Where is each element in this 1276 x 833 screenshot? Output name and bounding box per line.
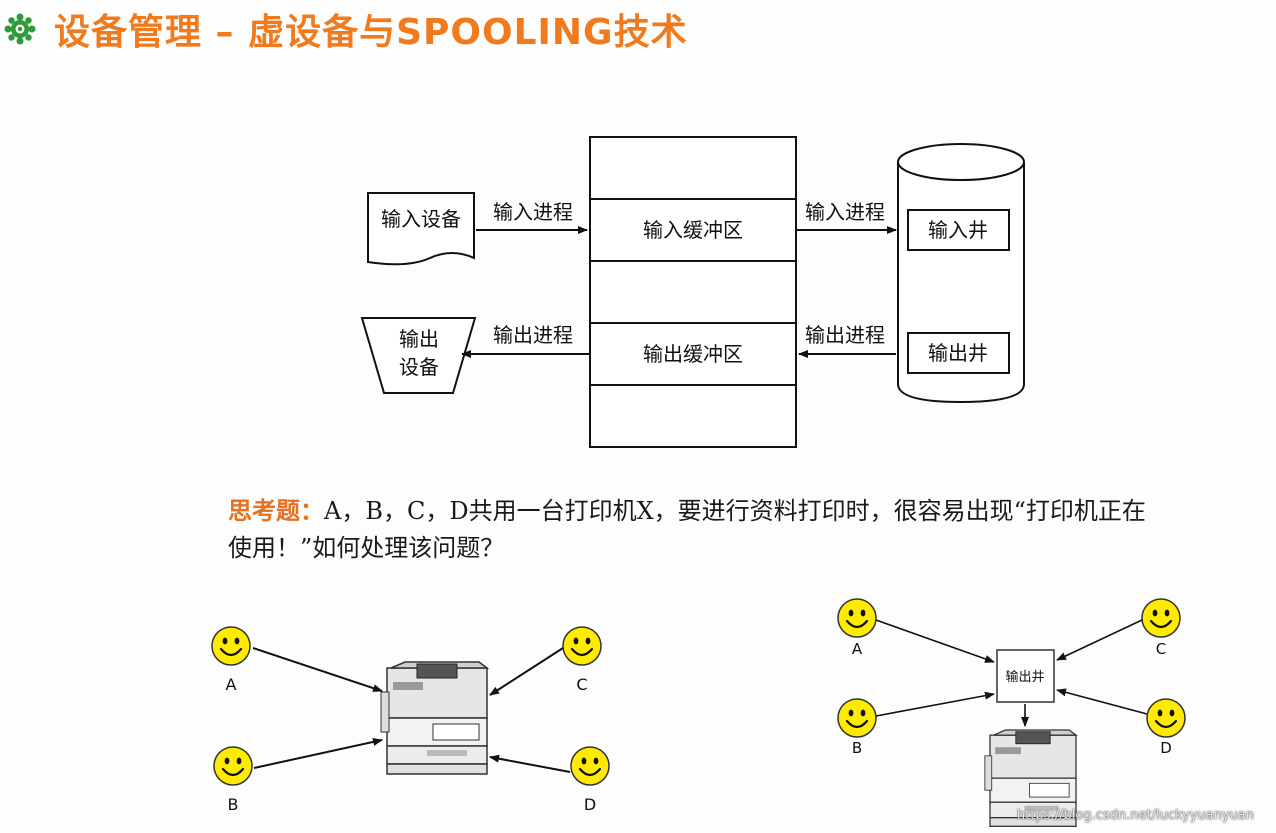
smiley-c-icon [561,625,603,667]
buffer-column [589,136,797,448]
right-scenario: A B C D 输出井 [836,597,1187,827]
smiley-c-icon [1140,597,1182,639]
title-bar: 设备管理 – 虚设备与SPOOLING技术 [4,0,1204,58]
input-buffer-label: 输入缓冲区 [643,218,743,242]
user-b-label: B [228,795,239,814]
output-well-box [907,332,1010,374]
arrow-d-to-printer [489,754,571,773]
output-device-label-1: 输出 [399,327,439,351]
output-device-label-2: 设备 [399,355,439,379]
input-well-box [907,209,1010,251]
page-title: 设备管理 – 虚设备与SPOOLING技术 [54,12,688,53]
arrow-c-to-printer [489,647,564,696]
output-process-right-label: 输出进程 [805,323,885,347]
output-well-label: 输出井 [1005,669,1044,685]
smiley-d-icon [569,745,611,787]
watermark: https://blog.csdn.net/luckyyuanyuan [1016,808,1254,823]
smiley-a-icon [210,625,252,667]
input-well-label: 输入井 [928,218,988,242]
output-well-box [996,649,1055,703]
arrow-c-to-well [1056,619,1143,661]
input-device-label: 输入设备 [381,207,461,231]
output-process-left-label: 输出进程 [493,323,573,347]
question-text: 思考题：A，B，C，D共用一台打印机X，要进行资料打印时，很容易出现“打印机正在… [228,492,1168,567]
arrow-d-to-well [1056,688,1148,715]
user-a-label: A [852,640,863,658]
output-device-shape [360,317,477,394]
output-well-label: 输出井 [928,341,988,365]
arrow-b-to-well [875,691,995,717]
arrow-b-to-printer [253,738,383,769]
user-d-label: D [1160,739,1172,757]
smiley-a-icon [836,597,878,639]
input-process-right-label: 输入进程 [805,200,885,224]
user-a-label: A [226,675,237,694]
spooling-diagram: 输入设备 输出 设备 输入缓冲区 输出缓冲区 输入井 输出井 输入进程 输入进程… [360,136,1025,448]
user-b-label: B [852,739,862,757]
arrow-a-to-printer [252,647,383,692]
smiley-d-icon [1145,697,1187,739]
arrow-a-to-well [875,619,995,663]
printer-icon [380,661,488,775]
user-d-label: D [584,795,596,814]
question-body: A，B，C，D共用一台打印机X，要进行资料打印时，很容易出现“打印机正在使用！”… [228,497,1146,562]
input-process-left-label: 输入进程 [493,200,573,224]
smiley-b-icon [212,745,254,787]
question-label: 思考题： [228,496,324,525]
output-buffer-label: 输出缓冲区 [643,342,743,366]
gear-flower-icon [4,13,36,45]
user-c-label: C [1156,640,1166,658]
left-scenario: A B C D [210,625,611,814]
printer-scenarios: A B C D A B C D 输出井 [210,597,1187,827]
input-device-shape [367,192,475,266]
smiley-b-icon [836,697,878,739]
user-c-label: C [576,675,587,694]
